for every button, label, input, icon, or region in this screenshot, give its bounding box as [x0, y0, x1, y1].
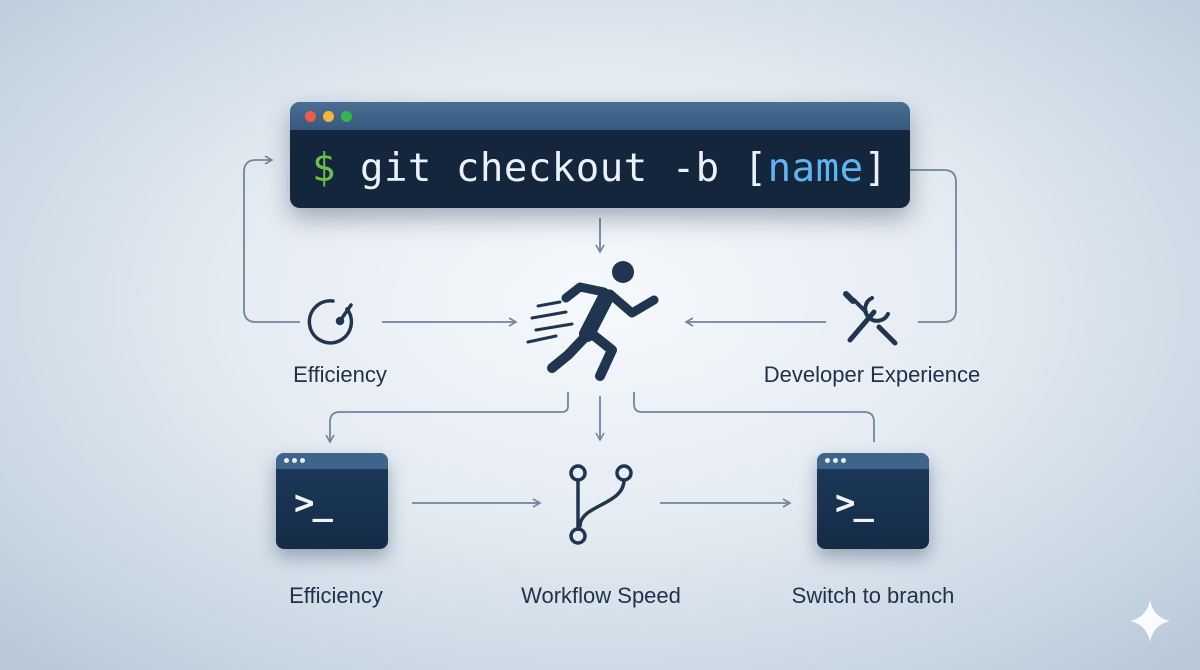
sparkle-icon	[1130, 600, 1170, 642]
workflow-speed-label: Workflow Speed	[521, 583, 681, 608]
efficiency-label-top: Efficiency	[293, 362, 387, 387]
minimize-dot	[323, 111, 334, 122]
maximize-dot	[341, 111, 352, 122]
command-line: $ git checkout -b [name]	[312, 144, 888, 194]
git-branch-icon	[569, 464, 633, 545]
switch-to-branch-label: Switch to branch	[791, 583, 955, 608]
runner-to-right-terminal-connector	[633, 392, 875, 442]
runner-icon	[526, 261, 659, 381]
efficiency-label-bottom: Efficiency	[289, 583, 383, 608]
argument-close-bracket: ]	[863, 146, 888, 191]
terminal-title-bar	[290, 102, 910, 130]
terminal-prompt-glyph: >_	[835, 483, 874, 523]
close-dot	[305, 111, 316, 122]
runner-to-left-terminal-arrow	[325, 392, 569, 444]
loop-left-connector	[243, 155, 300, 323]
terminal-icon: >_	[276, 453, 388, 549]
loop-right-connector	[910, 169, 957, 323]
command-argument: name	[767, 146, 864, 191]
terminal-prompt-glyph: >_	[294, 483, 333, 523]
gauge-icon	[307, 299, 354, 345]
terminal-icon: >_	[817, 453, 929, 549]
command-terminal: $ git checkout -b [name]	[290, 102, 910, 208]
wrench-screwdriver-icon	[843, 291, 898, 346]
command-text: git checkout -b	[335, 146, 744, 191]
connector-lines	[243, 155, 957, 508]
argument-open-bracket: [	[743, 146, 768, 191]
prompt-symbol: $	[312, 146, 336, 191]
developer-experience-label: Developer Experience	[763, 362, 981, 387]
